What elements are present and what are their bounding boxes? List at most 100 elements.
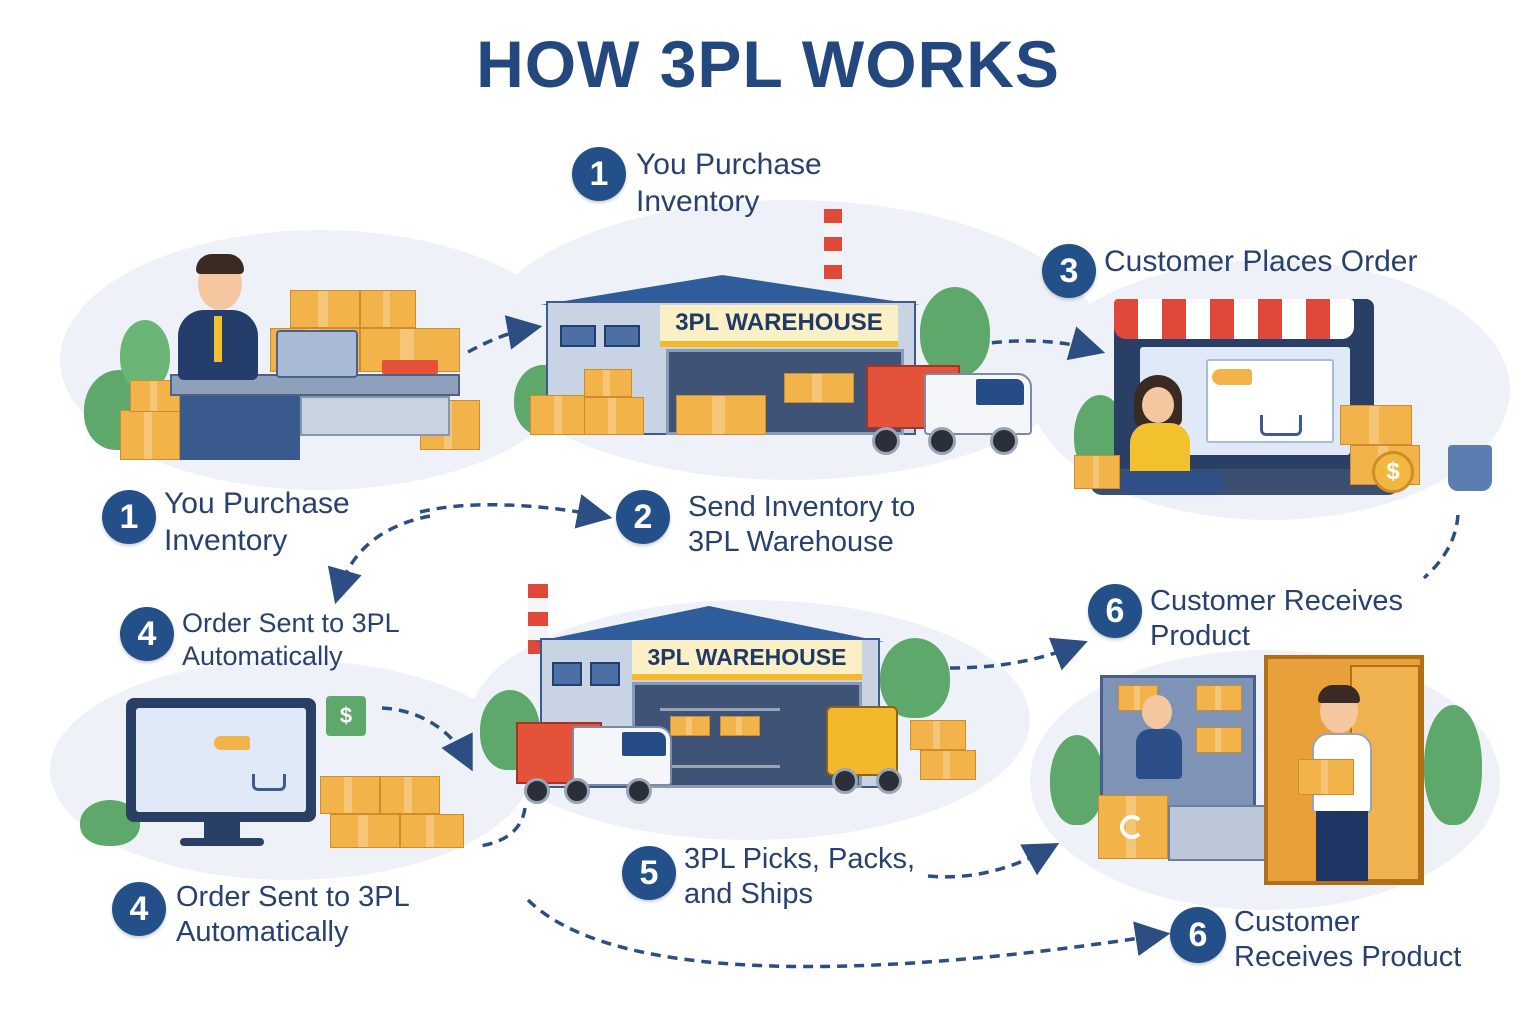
dollar-coin-icon: $	[1372, 451, 1414, 493]
warehouse-window	[590, 662, 620, 686]
forklift-wheel	[876, 768, 902, 794]
truck-window	[622, 732, 666, 756]
step-number-badge: 5	[622, 846, 676, 900]
plant-decoration	[1424, 705, 1482, 825]
step-label: Send Inventory to	[688, 491, 916, 523]
arrow-store-to-delivery	[1422, 514, 1460, 580]
step-label: Customer Receives	[1150, 585, 1404, 617]
step-label: 3PL Warehouse	[688, 526, 894, 559]
truck-wheel	[990, 427, 1018, 455]
step-label: Order Sent to 3PL	[182, 608, 400, 638]
step-4-bottom: 4 Order Sent to 3PL Automatically	[112, 880, 410, 951]
arrow-warehouse-to-store	[974, 326, 1106, 361]
shopping-bag-icon: $	[326, 696, 366, 736]
bucket-decoration	[1448, 445, 1492, 491]
cardboard-box	[360, 290, 416, 328]
cardboard-box	[290, 290, 360, 328]
worker-head	[1142, 695, 1172, 729]
truck-wheel	[524, 778, 550, 804]
cardboard-box	[720, 716, 760, 736]
cardboard-box	[120, 410, 180, 460]
cardboard-box	[784, 373, 854, 403]
scene-warehouse-top: 3PL WAREHOUSE	[500, 205, 1060, 460]
step-number-badge: 2	[616, 490, 670, 544]
counter	[1168, 805, 1268, 861]
cardboard-box	[400, 814, 464, 848]
cardboard-box	[676, 395, 766, 435]
step-number-badge: 3	[1042, 244, 1096, 298]
cardboard-box	[330, 814, 400, 848]
scene-customer-order: $	[1060, 295, 1510, 515]
shelf-rack	[660, 708, 780, 768]
refresh-icon	[1120, 815, 1144, 839]
plant-decoration	[120, 320, 170, 390]
arrow-desk-to-warehouse	[467, 315, 543, 354]
warehouse-window	[604, 325, 640, 347]
cardboard-box	[1196, 685, 1242, 711]
forklift-wheel	[832, 768, 858, 794]
customer-body	[1130, 423, 1190, 477]
truck-wheel	[928, 427, 956, 455]
step-6-mid: 6 Customer Receives Product	[1088, 584, 1403, 655]
cardboard-box	[1340, 405, 1412, 445]
scene-purchase-inventory	[70, 250, 490, 470]
shopping-cart-icon	[252, 774, 286, 791]
step-number-badge: 4	[112, 882, 166, 936]
truck-wheel	[872, 427, 900, 455]
store-awning	[1114, 299, 1354, 339]
warehouse-roof	[534, 606, 884, 642]
step-2: 2 Send Inventory to 3PL Warehouse	[616, 490, 915, 561]
warehouse-window	[552, 662, 582, 686]
arrow-step5-to-delivery	[927, 842, 1060, 879]
step-label: Order Sent to 3PL	[176, 881, 410, 913]
laptop-icon	[276, 330, 358, 378]
arrow-warehouse-to-step6	[949, 637, 1088, 671]
step-label: Receives Product	[1234, 941, 1462, 974]
desk-drawer	[300, 396, 450, 436]
plant-decoration	[920, 287, 990, 377]
person-tie	[214, 316, 222, 362]
worker-body	[1136, 729, 1182, 779]
step-label: Inventory	[636, 184, 760, 218]
customer-legs	[1120, 471, 1224, 495]
shopping-cart-icon	[1260, 415, 1302, 436]
step-number-badge: 1	[102, 490, 156, 544]
step-1-top: 1 You Purchase Inventory	[572, 147, 822, 220]
step-label: Inventory	[164, 523, 288, 557]
arrow-monitor-down	[479, 807, 527, 848]
cardboard-box	[320, 776, 380, 814]
page-title: HOW 3PL WORKS	[476, 27, 1060, 101]
scene-order-sent: $	[80, 690, 500, 860]
step-label: Customer	[1234, 906, 1360, 938]
warehouse-window	[560, 325, 596, 347]
truck-wheel	[564, 778, 590, 804]
cardboard-box	[584, 369, 632, 397]
step-label: Product	[1150, 620, 1250, 653]
package-box	[1298, 759, 1354, 795]
cardboard-box	[910, 720, 966, 750]
warehouse-sign: 3PL WAREHOUSE	[660, 305, 898, 347]
arrow-step1-to-step2	[419, 494, 613, 529]
step-number-badge: 1	[572, 147, 626, 201]
plant-decoration	[880, 638, 950, 718]
monitor-base	[180, 838, 264, 846]
step-label: You Purchase	[636, 148, 822, 181]
arrow-monitor-to-warehouse	[381, 706, 473, 772]
step-5: 5 3PL Picks, Packs, and Ships	[622, 842, 915, 913]
warehouse-sign: 3PL WAREHOUSE	[632, 640, 862, 680]
step-label: and Ships	[684, 878, 813, 911]
cardboard-box	[584, 397, 644, 435]
courier-legs	[1316, 811, 1368, 881]
step-label: Automatically	[176, 916, 349, 949]
cardboard-box	[670, 716, 710, 736]
desk-base	[180, 396, 300, 460]
arrow-to-step4	[327, 514, 431, 605]
step-label: 3PL Picks, Packs,	[684, 843, 916, 875]
step-4-mid: 4 Order Sent to 3PL Automatically	[120, 607, 400, 673]
courier-hair	[1318, 685, 1360, 703]
step-label: Customer Places Order	[1104, 245, 1418, 278]
cardboard-box	[1074, 455, 1120, 489]
step-3: 3 Customer Places Order	[1042, 244, 1417, 298]
cardboard-box	[530, 395, 590, 435]
